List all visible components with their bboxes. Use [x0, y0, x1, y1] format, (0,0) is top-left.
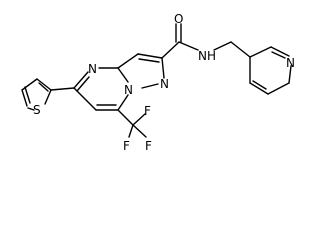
bond — [288, 65, 292, 84]
bonds — [21, 23, 292, 138]
bond — [73, 71, 89, 89]
atom-n-pyrimidine: N — [88, 62, 97, 76]
atom-n-amide: N — [198, 49, 207, 63]
atom-f-top: F — [144, 104, 151, 118]
bond — [73, 87, 97, 111]
atom-n-pyrazole: N — [160, 77, 169, 91]
bond — [117, 94, 129, 111]
bond — [270, 46, 290, 57]
bond — [76, 76, 90, 92]
bond — [249, 82, 269, 95]
atom-f-right: F — [145, 139, 152, 153]
bond — [271, 51, 286, 59]
bond — [249, 46, 272, 58]
atom-f-left: F — [123, 139, 130, 153]
atom-s-thiophene: S — [33, 103, 41, 117]
bond — [38, 82, 49, 92]
bond — [21, 89, 28, 107]
bond — [27, 107, 35, 111]
bond — [128, 124, 134, 138]
bond — [117, 109, 134, 126]
bond — [132, 113, 146, 126]
bond — [141, 83, 159, 89]
bond — [138, 58, 160, 63]
bond — [161, 57, 165, 79]
bond — [267, 82, 290, 95]
atom-o: O — [174, 12, 183, 26]
bond — [213, 41, 232, 51]
bond — [50, 87, 75, 91]
chemical-structure-diagram: O N H N N N N S F F F — [21, 12, 295, 153]
atom-h-amide: H — [207, 49, 216, 63]
atom-labels: O N H N N N N S F F F — [33, 12, 295, 153]
bond — [36, 78, 52, 91]
bond — [44, 89, 52, 105]
bond — [117, 53, 139, 69]
bond — [252, 80, 267, 90]
bond — [178, 41, 199, 51]
atom-n-bridge: N — [124, 83, 133, 97]
bond — [230, 41, 251, 58]
bond — [132, 124, 147, 138]
bond — [21, 78, 38, 91]
bond — [137, 53, 163, 59]
atom-n-pyridine: N — [286, 56, 295, 70]
bond — [24, 86, 31, 104]
bond — [117, 67, 129, 83]
bond — [161, 41, 180, 59]
